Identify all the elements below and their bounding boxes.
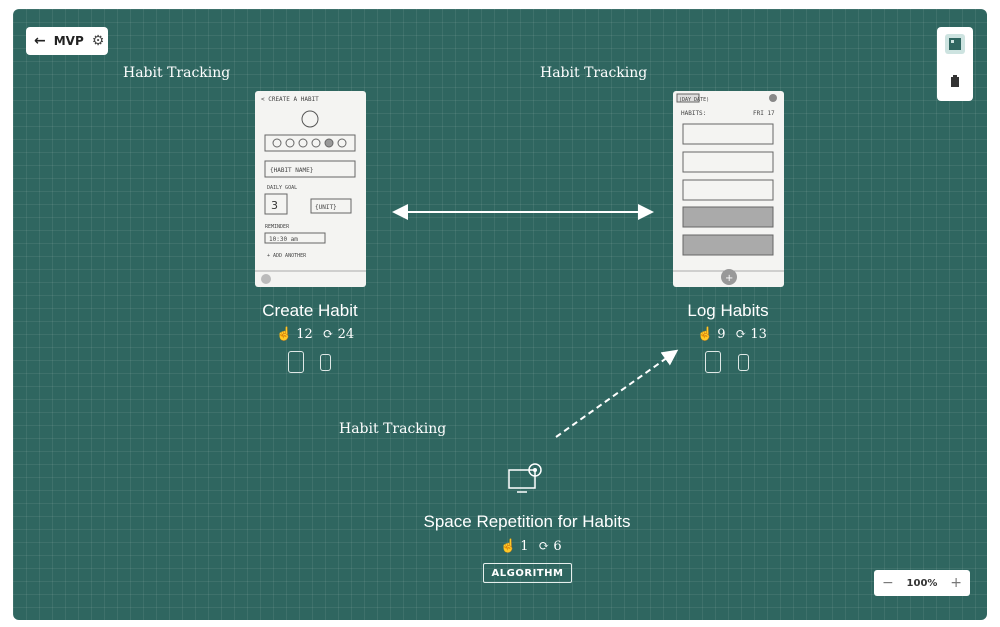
zoom-in-button[interactable]: + — [950, 575, 962, 591]
tap-count: 9 — [717, 327, 726, 342]
zoom-level: 100% — [906, 577, 938, 589]
phone-icon[interactable] — [320, 354, 331, 371]
tap-count: 1 — [520, 539, 529, 554]
svg-text:{UNIT}: {UNIT} — [315, 204, 337, 211]
edge-space-log — [555, 349, 679, 438]
action-count: 13 — [750, 327, 767, 342]
tap-icon: ☝ — [276, 327, 293, 342]
svg-text:HABITS:: HABITS: — [681, 110, 706, 117]
stats-log: ☝9 ⟳13 — [697, 327, 767, 342]
algorithm-icon — [507, 462, 543, 496]
right-tool-panel — [937, 27, 973, 101]
tablet-icon[interactable] — [705, 351, 721, 373]
node-title-log[interactable]: Log Habits — [687, 301, 769, 320]
svg-text:{HABIT NAME}: {HABIT NAME} — [270, 167, 313, 174]
svg-text:REMINDER: REMINDER — [265, 224, 290, 230]
svg-text:+ ADD ANOTHER: + ADD ANOTHER — [267, 253, 307, 259]
project-name: MVP — [53, 34, 84, 48]
log-habits-screen[interactable]: (DAY DATE) HABITS: FRI 17 + — [673, 91, 784, 287]
sketch-create: < CREATE A HABIT {HABIT NAME} DAILY GOAL… — [255, 96, 366, 284]
svg-text:+: + — [725, 273, 733, 284]
edge-label: Habit Tracking — [339, 421, 447, 437]
clipboard-icon[interactable] — [945, 72, 965, 92]
action-icon: ⟳ — [735, 327, 747, 342]
svg-text:10:30 am: 10:30 am — [269, 236, 298, 243]
flow-canvas[interactable]: ← MVP ⚙ Habit Tracking Habit Tracking Ha… — [13, 9, 987, 620]
gear-icon[interactable]: ⚙ — [91, 33, 105, 49]
tap-icon: ☝ — [697, 327, 714, 342]
action-count: 24 — [337, 327, 355, 342]
algorithm-tag[interactable]: ALGORITHM — [483, 563, 572, 583]
stats-create: ☝12 ⟳24 — [276, 327, 354, 342]
zoom-out-button[interactable]: − — [882, 575, 894, 591]
svg-text:< CREATE A HABIT: < CREATE A HABIT — [261, 96, 319, 103]
tap-icon: ☝ — [500, 539, 517, 554]
node-title-space[interactable]: Space Repetition for Habits — [423, 512, 631, 531]
connectors — [392, 204, 679, 438]
back-arrow-icon[interactable]: ← — [34, 33, 46, 49]
zoom-control: − 100% + — [874, 570, 970, 596]
tablet-icon[interactable] — [288, 351, 304, 373]
action-icon: ⟳ — [538, 539, 550, 554]
phone-icon[interactable] — [738, 354, 749, 371]
svg-text:(DAY DATE): (DAY DATE) — [679, 97, 709, 103]
action-count: 6 — [553, 539, 562, 554]
action-icon: ⟳ — [322, 327, 334, 342]
create-habit-screen[interactable]: < CREATE A HABIT {HABIT NAME} DAILY GOAL… — [255, 91, 366, 287]
sketch-log: (DAY DATE) HABITS: FRI 17 + — [673, 93, 784, 285]
node-title-create[interactable]: Create Habit — [262, 301, 358, 320]
project-button[interactable]: ← MVP ⚙ — [26, 27, 108, 55]
stats-space: ☝1 ⟳6 — [500, 539, 562, 554]
edge-label: Habit Tracking — [123, 65, 231, 81]
screen-tool-icon[interactable] — [945, 34, 965, 54]
tap-count: 12 — [296, 327, 313, 342]
edge-label: Habit Tracking — [540, 65, 648, 81]
svg-text:DAILY GOAL: DAILY GOAL — [267, 185, 297, 191]
svg-text:FRI 17: FRI 17 — [753, 110, 775, 117]
svg-text:3: 3 — [271, 199, 278, 212]
